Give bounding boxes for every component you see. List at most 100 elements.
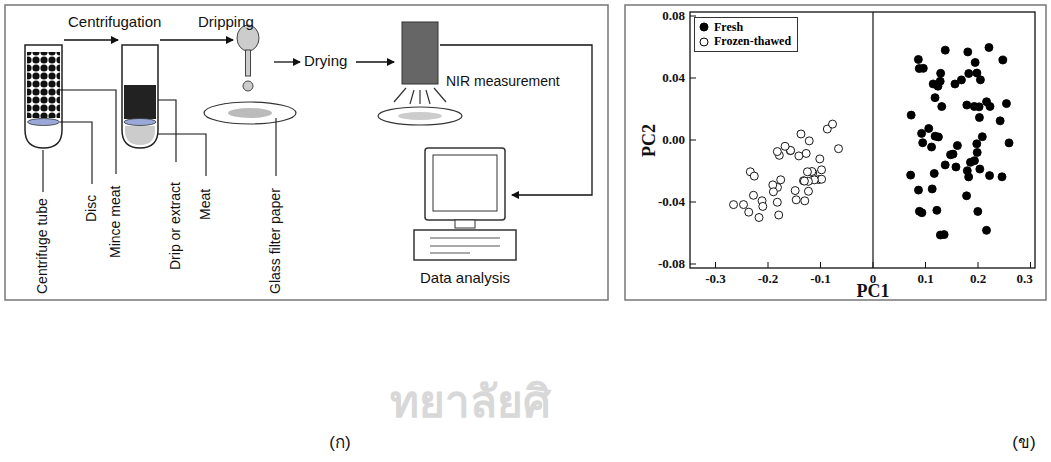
part-label: Disc — [84, 195, 99, 222]
data-point — [971, 58, 979, 66]
panel-frame — [625, 5, 1046, 300]
data-point — [928, 185, 936, 193]
tick-label: -0.2 — [758, 272, 779, 286]
data-point — [963, 192, 971, 200]
data-point — [730, 201, 738, 209]
centrifuge-tube — [25, 45, 62, 148]
data-point — [907, 171, 915, 179]
data-point — [941, 161, 949, 169]
data-point — [965, 70, 973, 78]
data-point — [795, 152, 803, 160]
step-label: Drying — [304, 53, 347, 70]
step-label: NIR measurement — [446, 74, 560, 89]
glass-filter-paper — [204, 102, 296, 124]
process-arrow — [274, 61, 300, 62]
data-point — [750, 172, 758, 180]
legend-text: Frozen-thawed — [714, 34, 791, 48]
tick-mark — [873, 262, 874, 268]
tick-mark — [715, 262, 716, 268]
data-point — [835, 145, 843, 153]
tick-mark — [768, 262, 769, 268]
data-point — [975, 114, 983, 122]
data-point — [740, 201, 748, 209]
tick-label: -0.1 — [810, 272, 831, 286]
data-point — [999, 56, 1007, 64]
data-point — [800, 177, 808, 185]
data-point — [976, 76, 984, 84]
data-point — [919, 139, 927, 147]
data-point — [982, 226, 990, 234]
data-point — [1005, 139, 1013, 147]
data-point — [957, 76, 965, 84]
data-point — [975, 103, 983, 111]
tick-label: -0.3 — [705, 272, 726, 286]
computer — [414, 148, 516, 260]
process-arrow — [440, 45, 592, 195]
data-point — [914, 186, 922, 194]
data-point — [937, 69, 945, 77]
tick-mark — [690, 140, 696, 141]
data-point — [934, 133, 942, 141]
data-point — [781, 142, 789, 150]
data-point — [914, 55, 922, 63]
part-label: Glass filter paper — [268, 188, 283, 294]
part-label: Drip or extract — [168, 182, 183, 270]
data-point — [952, 163, 960, 171]
data-point — [816, 155, 824, 163]
part-label: Meat — [198, 189, 213, 220]
data-point — [818, 175, 826, 183]
data-point — [769, 188, 777, 196]
data-point — [1002, 100, 1010, 108]
step-label: Centrifugation — [68, 14, 161, 31]
data-point — [777, 176, 785, 184]
data-point — [907, 111, 915, 119]
tick-label: 0.1 — [917, 272, 933, 286]
tick-label: 0 — [870, 272, 877, 286]
data-point — [755, 214, 763, 222]
data-point — [933, 206, 941, 214]
data-point — [998, 173, 1006, 181]
data-point — [797, 130, 805, 138]
tick-label: 0.00 — [662, 133, 685, 147]
data-point — [791, 187, 799, 195]
data-point — [985, 44, 993, 52]
data-point — [931, 94, 939, 102]
step-label: Dripping — [198, 14, 254, 31]
data-point — [963, 101, 971, 109]
data-point — [792, 196, 800, 204]
data-point — [759, 202, 767, 210]
data-point — [940, 231, 948, 239]
data-point — [773, 198, 781, 206]
watermark: ทยาลัยศิ — [390, 378, 551, 426]
data-point — [818, 166, 826, 174]
tick-label: 0.04 — [662, 71, 685, 85]
data-point — [953, 142, 961, 150]
data-point — [928, 143, 936, 151]
step-label: Data analysis — [420, 270, 510, 287]
data-point — [964, 48, 972, 56]
data-point — [829, 120, 837, 128]
tick-mark — [978, 262, 979, 268]
data-point — [938, 103, 946, 111]
legend-text: Fresh — [714, 20, 743, 34]
data-point — [996, 117, 1004, 125]
data-point — [805, 137, 813, 145]
panel-label: (ข) — [1012, 434, 1035, 453]
panel-label: (ก) — [329, 434, 350, 453]
data-point — [915, 65, 923, 73]
plot-frame — [690, 12, 1035, 268]
data-point — [801, 197, 809, 205]
tick-mark — [690, 264, 696, 265]
data-point — [930, 169, 938, 177]
data-point — [804, 187, 812, 195]
data-point — [973, 140, 981, 148]
data-point — [918, 209, 926, 217]
data-point — [941, 46, 949, 54]
tick-label: -0.08 — [658, 257, 685, 271]
tick-mark — [690, 202, 696, 203]
axis-title: PC2 — [640, 124, 660, 157]
process-arrow — [160, 39, 233, 40]
tick-mark — [820, 262, 821, 268]
tick-mark — [925, 262, 926, 268]
data-point — [749, 191, 757, 199]
